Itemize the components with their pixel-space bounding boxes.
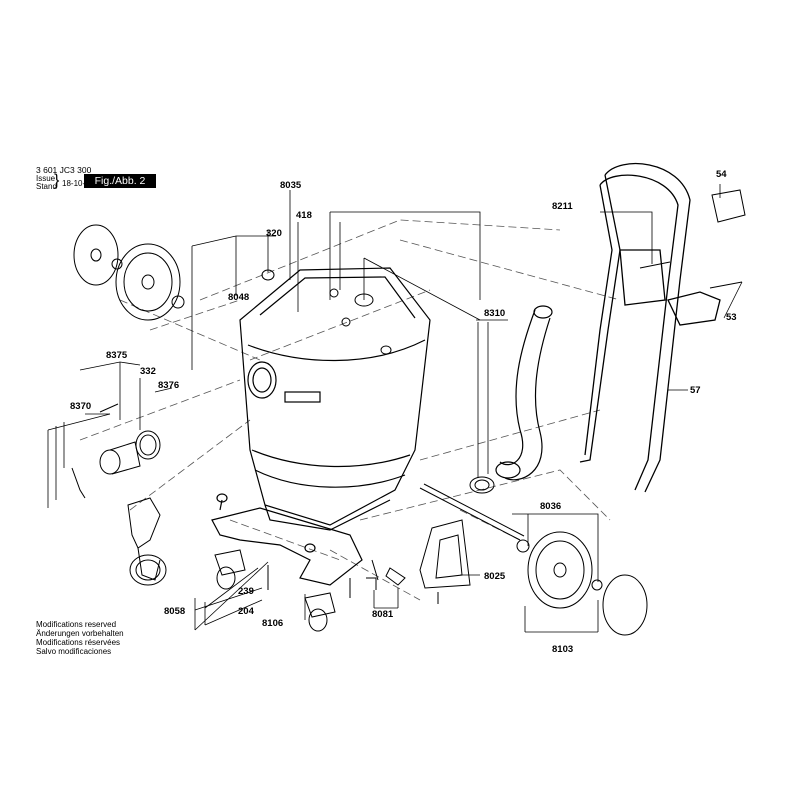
callout-8048: 8048 — [228, 292, 249, 303]
brace-icon: } — [54, 172, 60, 189]
callout-8081: 8081 — [372, 609, 394, 620]
base-frame — [211, 493, 363, 586]
callout-8103: 8103 — [552, 644, 573, 655]
callout-8370: 8370 — [70, 401, 91, 412]
callout-8211: 8211 — [552, 201, 573, 212]
clip-54 — [711, 189, 746, 223]
left-wheel — [73, 224, 185, 321]
callout-8035: 8035 — [280, 180, 302, 191]
filter-flange — [127, 497, 167, 586]
callout-8025: 8025 — [484, 571, 506, 582]
issue-date: 18-10-24 — [62, 179, 95, 188]
figure-label: Fig./Abb. 2 — [84, 174, 156, 188]
callout-8376: 8376 — [158, 380, 179, 391]
callout-320: 320 — [266, 228, 282, 239]
hose — [495, 305, 553, 481]
callout-8058: 8058 — [164, 606, 185, 617]
footer-line-2: Änderungen vorbehalten — [36, 629, 124, 638]
callout-57: 57 — [690, 385, 701, 396]
callout-239: 239 — [238, 586, 254, 597]
callout-204: 204 — [238, 606, 255, 617]
callout-332: 332 — [140, 366, 156, 377]
footer-line-1: Modifications reserved — [36, 620, 117, 629]
callout-53: 53 — [726, 312, 737, 323]
footer-line-4: Salvo modificaciones — [36, 647, 112, 656]
container-tub — [239, 267, 431, 531]
bracket-8025 — [419, 519, 471, 589]
callout-8310: 8310 — [484, 308, 505, 319]
coupling — [99, 430, 161, 475]
castor-2 — [304, 592, 336, 632]
callout-54: 54 — [716, 169, 727, 180]
callout-8375: 8375 — [106, 350, 128, 361]
document-number: 3 601 JC3 300 — [36, 165, 92, 175]
castor-1 — [214, 549, 246, 590]
issue-label: Issue — [36, 174, 56, 183]
stand-label: Stand — [36, 182, 57, 191]
callout-418: 418 — [296, 210, 312, 221]
footer-line-3: Modifications réservées — [36, 638, 121, 647]
callout-8106: 8106 — [262, 618, 283, 629]
right-wheel — [516, 531, 648, 636]
handle — [579, 163, 721, 493]
callout-8036: 8036 — [540, 501, 561, 512]
